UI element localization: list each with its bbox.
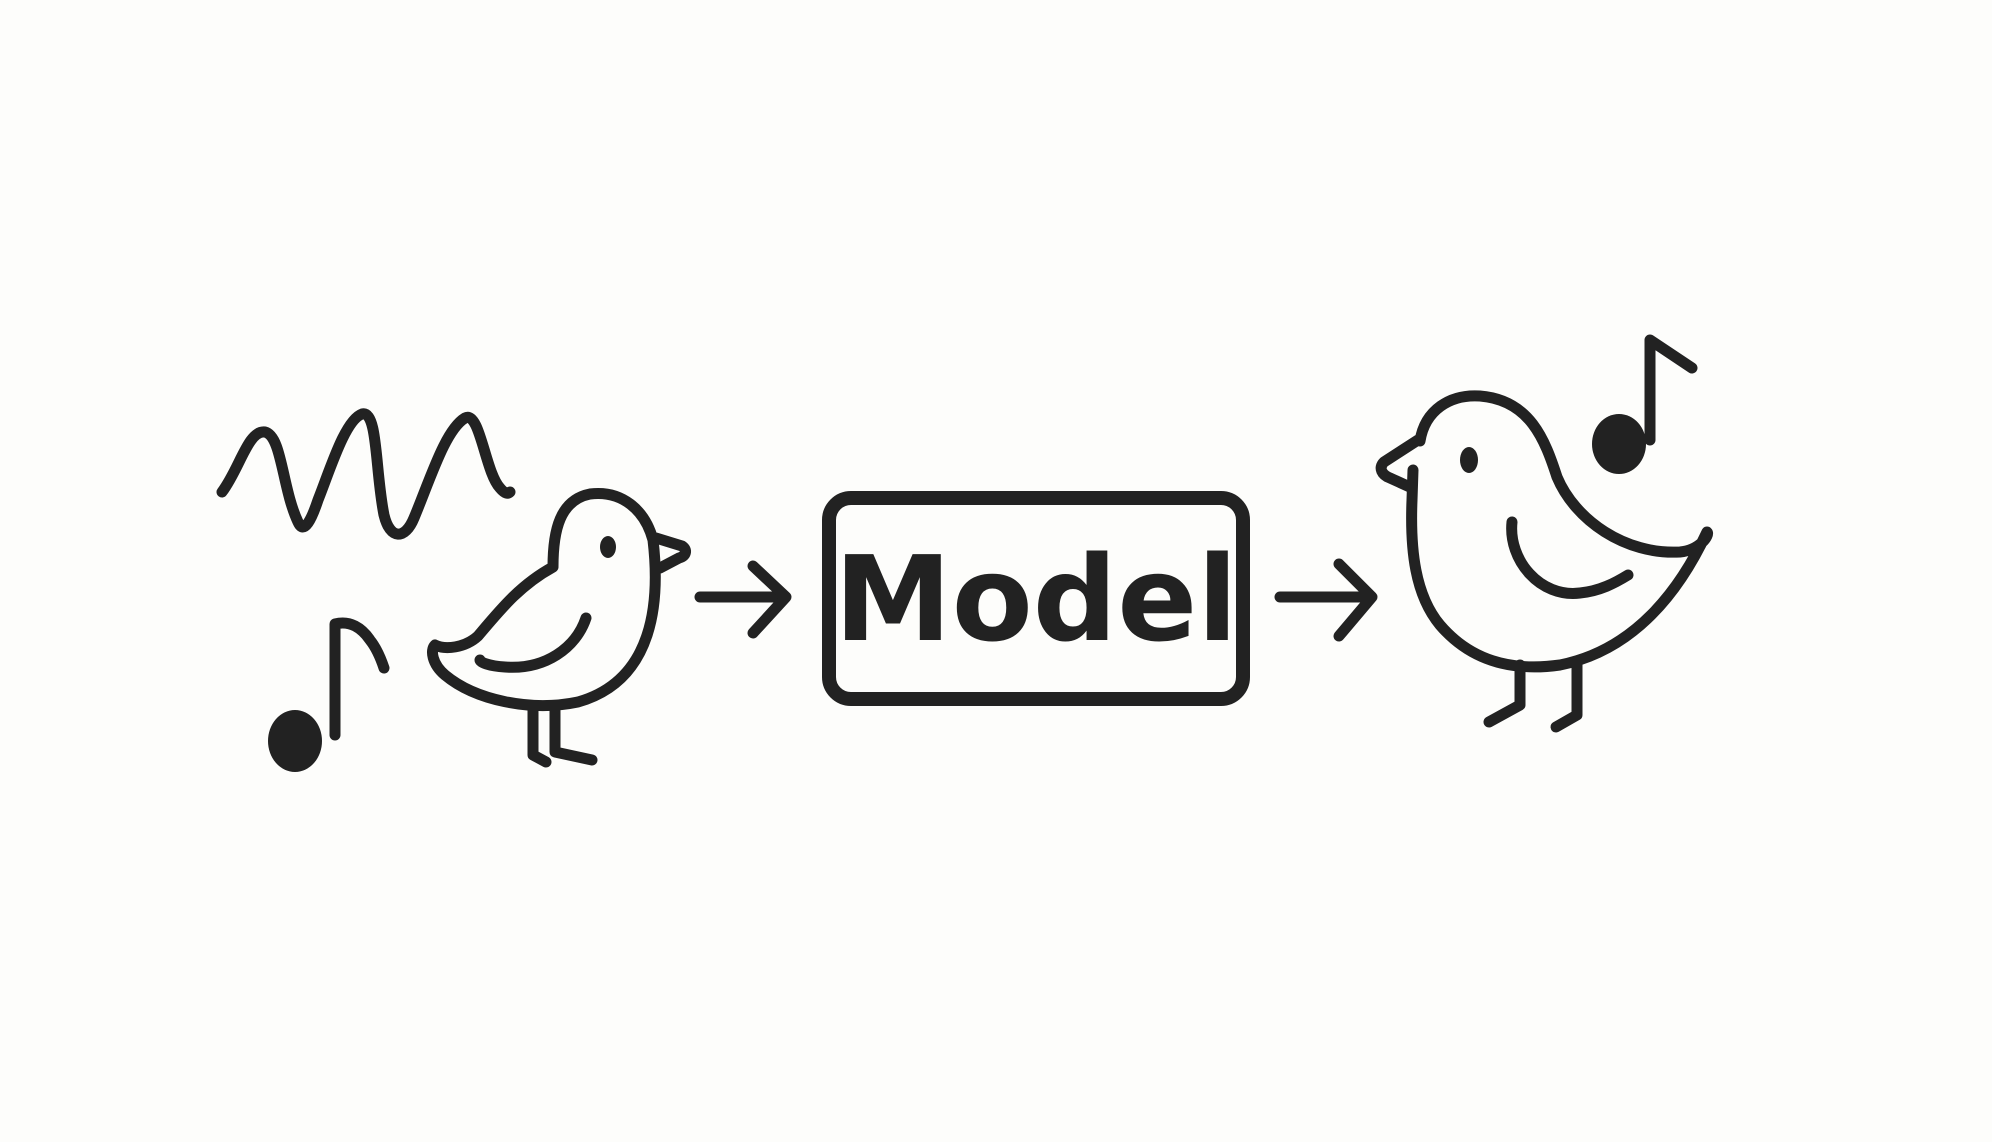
sound-wave-icon xyxy=(216,408,516,540)
model-box: Model xyxy=(822,491,1250,706)
arrow-right-icon xyxy=(1274,558,1378,642)
bird-icon xyxy=(427,488,692,768)
music-note-icon xyxy=(268,617,390,772)
arrow-right-icon xyxy=(694,560,792,639)
bird-icon xyxy=(1375,390,1713,733)
music-note-icon xyxy=(1592,334,1698,474)
model-label: Model xyxy=(834,530,1237,668)
